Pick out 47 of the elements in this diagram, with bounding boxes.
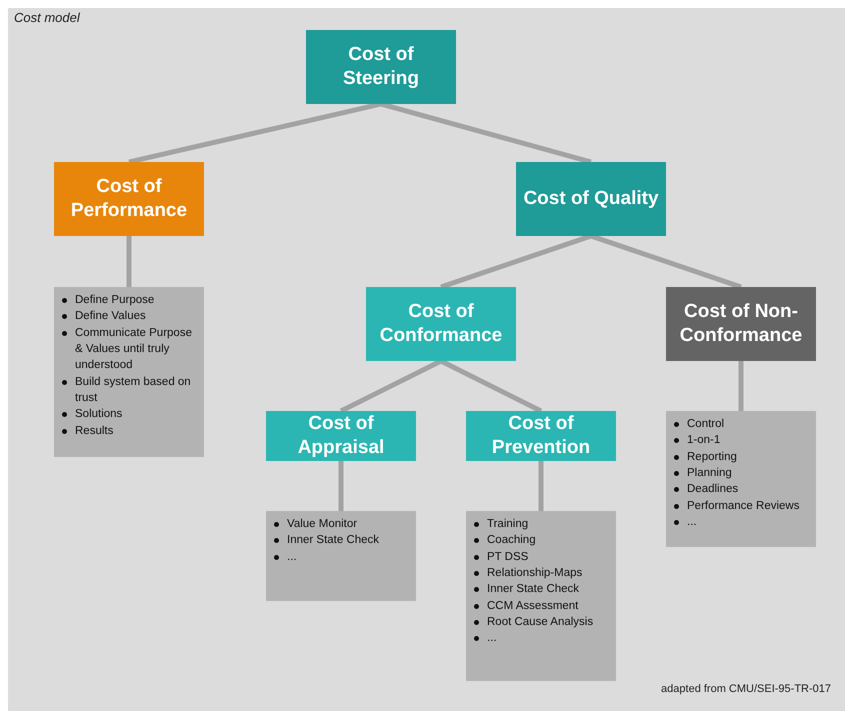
category-box: Cost of Conformance — [366, 287, 516, 361]
list-item: PT DSS — [474, 548, 612, 565]
bullet-list-box — [666, 411, 816, 547]
list-item: Value Monitor — [274, 516, 412, 532]
list-item: ... — [674, 514, 812, 530]
list-item: Deadlines — [674, 481, 812, 498]
connector-line — [440, 234, 592, 290]
bullet-list-box — [54, 287, 204, 457]
list-item: Communicate Purpose & Values until truly understood — [62, 324, 200, 374]
list-item: ... — [274, 548, 412, 565]
list-item: Build system based on trust — [62, 374, 200, 406]
list-item: Coaching — [474, 532, 612, 549]
connector-line — [126, 236, 132, 287]
category-box: Cost of Steering — [306, 30, 456, 104]
category-box: Cost of Quality — [516, 162, 666, 236]
connector-line — [538, 461, 544, 511]
connector-line — [440, 358, 542, 414]
list-item: Control — [674, 416, 812, 432]
connector-line — [590, 234, 742, 290]
source-note: adapted from CMU/SEI-95-TR-017 — [661, 683, 831, 695]
list-item: Root Cause Analysis — [474, 614, 612, 630]
list-item: Reporting — [674, 448, 812, 465]
list-item: Relationship-Maps — [474, 564, 612, 582]
connector-line — [380, 102, 592, 164]
list-item: Results — [62, 422, 200, 439]
list-item: Define Purpose — [62, 292, 200, 308]
list-item: Training — [474, 516, 612, 532]
list-item: Performance Reviews — [674, 498, 812, 514]
diagram-title: Cost model — [14, 10, 80, 25]
category-box: Cost of Prevention — [466, 411, 616, 461]
bullet-list-box — [466, 511, 616, 681]
connector-line — [338, 461, 344, 511]
category-box: Cost of Appraisal — [266, 411, 416, 461]
list-item: CCM Assessment — [474, 598, 612, 614]
category-box: Cost of Non-Conformance — [666, 287, 816, 361]
connector-line — [738, 361, 744, 411]
list-item: Inner State Check — [274, 532, 412, 549]
list-item: Inner State Check — [474, 581, 612, 598]
bullet-list-box — [266, 511, 416, 601]
list-item: Planning — [674, 464, 812, 482]
connector-line — [128, 102, 382, 164]
list-item: 1-on-1 — [674, 432, 812, 449]
list-item: Define Values — [62, 308, 200, 325]
list-item: Solutions — [62, 406, 200, 423]
category-box: Cost of Performance — [54, 162, 204, 236]
connector-line — [340, 358, 442, 414]
list-item: ... — [474, 630, 612, 647]
